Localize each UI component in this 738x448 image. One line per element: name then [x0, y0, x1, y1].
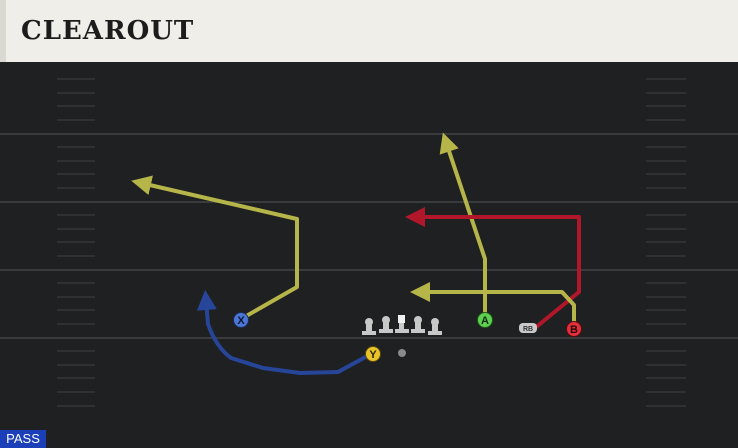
player-b-label: B: [570, 324, 578, 336]
title-bar-accent: [0, 0, 6, 62]
lineman-icon: [411, 316, 425, 333]
quarterback-marker: [398, 349, 406, 357]
play-title-bar: CLEAROUT: [0, 0, 738, 62]
player-rb-label: RB: [523, 326, 533, 333]
route-b-deep-out: [405, 207, 581, 330]
player-a-marker[interactable]: [477, 312, 493, 328]
play-type-badge: PASS: [0, 430, 46, 448]
player-a-label: A: [481, 315, 489, 327]
route-x-corner: [131, 175, 299, 321]
yard-lines: [0, 133, 738, 339]
player-y-label: Y: [369, 349, 377, 361]
route-a-seam: [439, 132, 487, 321]
player-b-marker[interactable]: [566, 321, 582, 337]
hash-marks-right: [646, 78, 686, 407]
player-b[interactable]: B: [566, 321, 582, 337]
play-title: CLEAROUT: [21, 16, 195, 46]
lineman-icon: [379, 316, 393, 333]
play-field: X Y A B RB: [0, 78, 738, 407]
center-icon: [395, 315, 409, 333]
player-x-label: X: [237, 315, 245, 327]
lineman-icon: [428, 318, 442, 335]
player-x-marker[interactable]: [233, 312, 249, 328]
player-rb-marker[interactable]: [519, 323, 537, 333]
route-y-wheel: [196, 290, 373, 375]
player-a[interactable]: A: [477, 312, 493, 328]
lineman-icon: [362, 318, 376, 335]
player-y-marker[interactable]: [365, 346, 381, 362]
routes: [131, 132, 581, 375]
player-y[interactable]: Y: [365, 346, 381, 362]
player-x[interactable]: X: [233, 312, 249, 328]
hash-marks-left: [57, 78, 95, 407]
player-rb[interactable]: RB: [519, 323, 537, 333]
offensive-line: [362, 315, 442, 335]
route-b-flat: [410, 282, 576, 327]
